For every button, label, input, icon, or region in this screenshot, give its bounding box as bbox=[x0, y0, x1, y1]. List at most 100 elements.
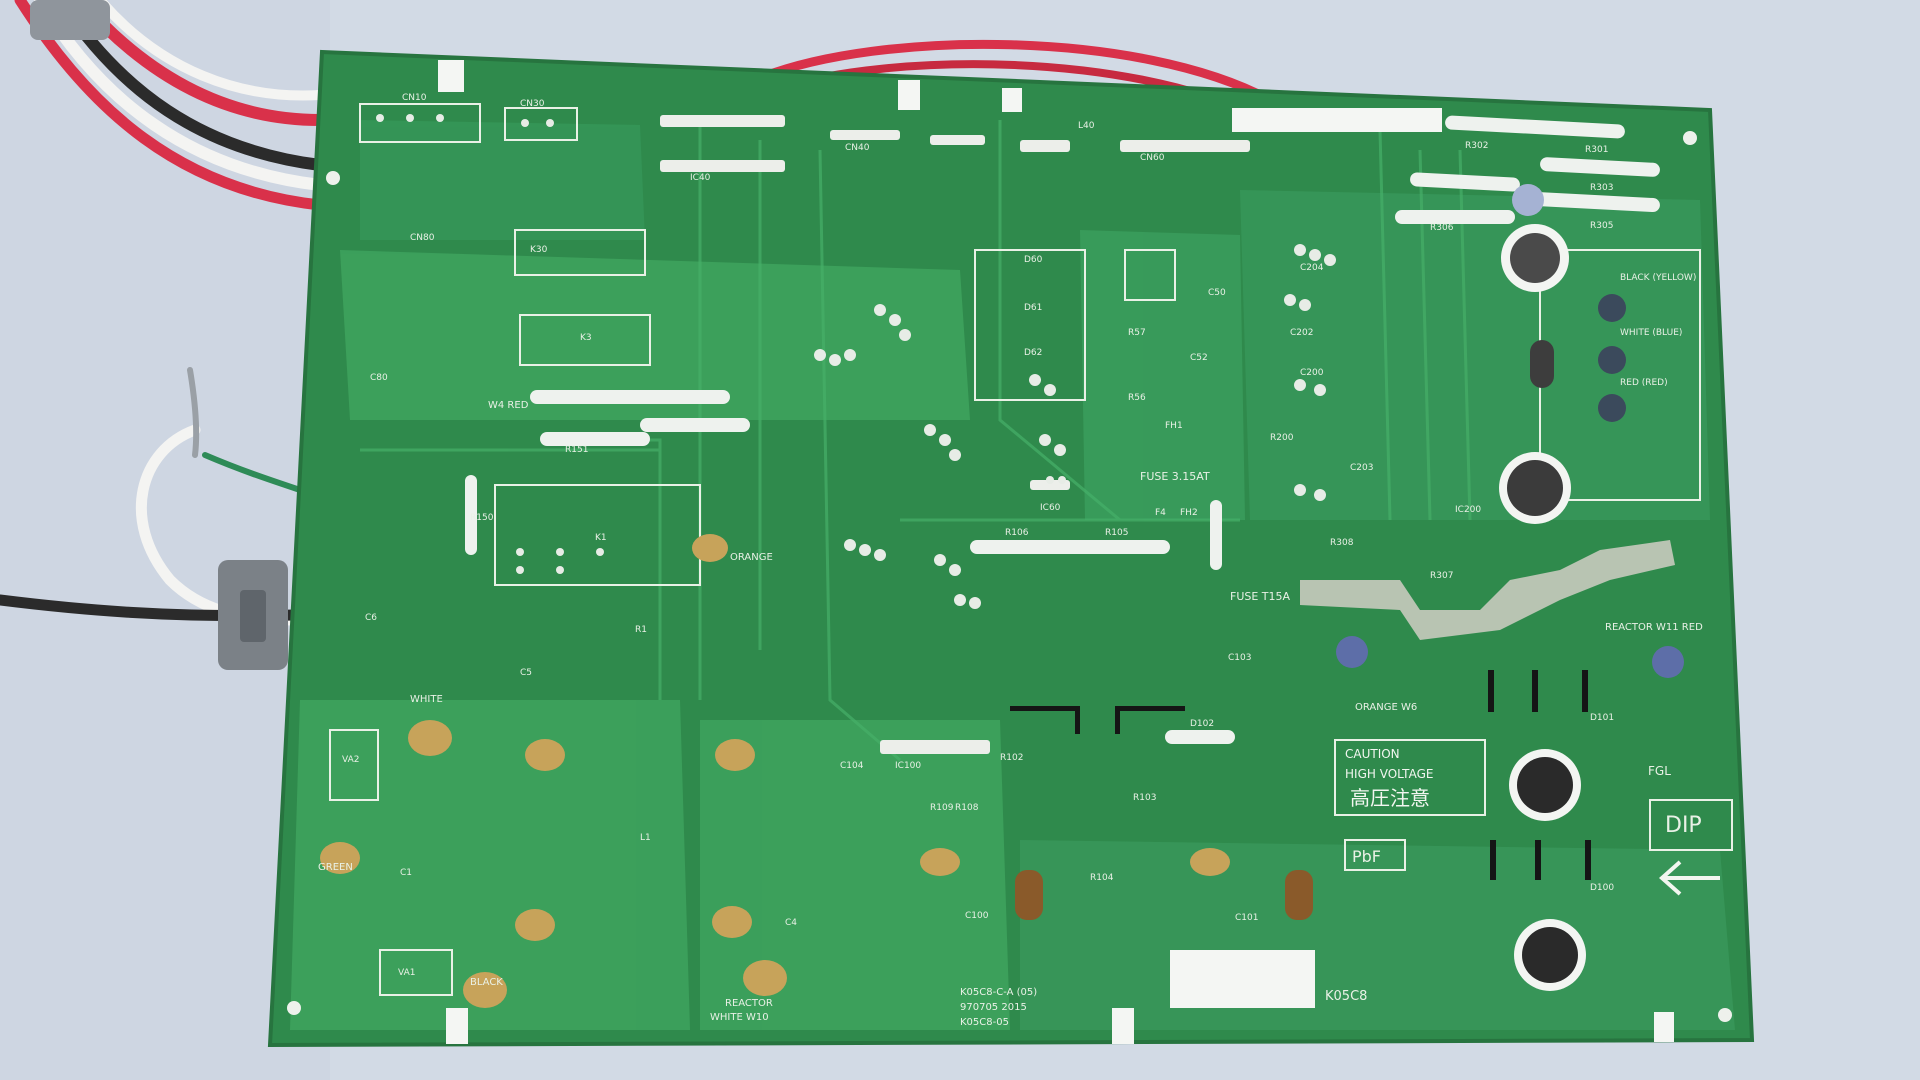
ref-r56: R56 bbox=[1128, 393, 1146, 403]
ref-r303: R303 bbox=[1590, 183, 1613, 193]
ref-r104: R104 bbox=[1090, 873, 1114, 883]
wire-label-orange: ORANGE bbox=[730, 552, 773, 563]
terminal-posts bbox=[1598, 294, 1626, 422]
ref-r108: R108 bbox=[955, 803, 979, 813]
ref-c52: C52 bbox=[1190, 353, 1208, 363]
ref-c202: C202 bbox=[1290, 328, 1313, 338]
ref-r105: R105 bbox=[1105, 528, 1128, 538]
ref-c50: C50 bbox=[1208, 288, 1226, 298]
wire-label-black: BLACK bbox=[470, 977, 503, 988]
ref-ic200: IC200 bbox=[1455, 505, 1481, 515]
ref-c204: C204 bbox=[1300, 263, 1324, 273]
high-voltage-kanji-label: 高圧注意 bbox=[1350, 786, 1430, 810]
ref-c200: C200 bbox=[1300, 368, 1324, 378]
lot-line-3: K05C8-05 bbox=[960, 1017, 1009, 1028]
high-voltage-caution-label: CAUTION bbox=[1345, 747, 1400, 761]
fuse-secondary-label: FUSE T15A bbox=[1230, 590, 1291, 603]
wire-label-red-red: RED (RED) bbox=[1620, 378, 1668, 388]
ref-l1: L1 bbox=[640, 833, 651, 843]
ref-va1: VA1 bbox=[398, 968, 415, 978]
ref-r200: R200 bbox=[1270, 433, 1294, 443]
ref-ic100: IC100 bbox=[895, 761, 921, 771]
ref-r302: R302 bbox=[1465, 141, 1488, 151]
wire-label-green: GREEN bbox=[318, 862, 353, 873]
lot-line-1: K05C8-C-A (05) bbox=[960, 987, 1037, 998]
ref-ic40: IC40 bbox=[690, 173, 711, 183]
wire-label-reactor-w11: REACTOR W11 RED bbox=[1605, 622, 1703, 633]
ref-d61: D61 bbox=[1024, 303, 1042, 313]
ref-c104: C104 bbox=[840, 761, 864, 771]
ref-d60: D60 bbox=[1024, 255, 1043, 265]
ref-r109: R109 bbox=[930, 803, 954, 813]
large-holes bbox=[1499, 224, 1586, 991]
diode-bridge-marks bbox=[1010, 670, 1591, 880]
ref-r103: R103 bbox=[1133, 793, 1156, 803]
ref-r308: R308 bbox=[1330, 538, 1354, 548]
wire-label-white-w10: WHITE W10 bbox=[710, 1012, 769, 1023]
ref-r305: R305 bbox=[1590, 221, 1613, 231]
ref-c100: C100 bbox=[965, 911, 989, 921]
pcb-board-edge bbox=[267, 49, 1755, 1048]
component-ref-labels: CN10 CN30 CN40 CN60 CN80 IC40 IC60 IC100… bbox=[342, 93, 1614, 978]
board-tabs bbox=[438, 60, 1674, 1044]
wire-label-reactor: REACTOR bbox=[725, 998, 773, 1009]
mounting-holes bbox=[287, 131, 1732, 1022]
model-code-label: K05C8 bbox=[1325, 989, 1367, 1004]
ref-cn40: CN40 bbox=[845, 143, 870, 153]
ref-f4: F4 bbox=[1155, 508, 1166, 518]
ref-r306: R306 bbox=[1430, 223, 1454, 233]
ref-cn10: CN10 bbox=[402, 93, 427, 103]
ref-k1: K1 bbox=[595, 533, 607, 543]
high-voltage-label: HIGH VOLTAGE bbox=[1345, 767, 1433, 781]
ref-d100: D100 bbox=[1590, 883, 1614, 893]
ref-c1: C1 bbox=[400, 868, 412, 878]
wire-label-white: WHITE bbox=[410, 694, 443, 705]
ref-k3: K3 bbox=[580, 333, 592, 343]
fuse-main-label: FUSE 3.15AT bbox=[1140, 470, 1210, 483]
ref-c4: C4 bbox=[785, 918, 797, 928]
ref-va2: VA2 bbox=[342, 755, 359, 765]
dip-mark: DIP bbox=[1665, 813, 1702, 838]
connector-plug-left-slot bbox=[240, 590, 266, 642]
power-resistors bbox=[465, 115, 1660, 744]
wire-label-white-blue: WHITE (BLUE) bbox=[1620, 328, 1682, 338]
ref-c101: C101 bbox=[1235, 913, 1258, 923]
ref-ic60: IC60 bbox=[1040, 503, 1061, 513]
ref-c203: C203 bbox=[1350, 463, 1373, 473]
ref-d101: D101 bbox=[1590, 713, 1614, 723]
ref-r106: R106 bbox=[1005, 528, 1029, 538]
lot-line-2: 970705 2015 bbox=[960, 1002, 1027, 1013]
ref-d62: D62 bbox=[1024, 348, 1042, 358]
ref-r150: R150 bbox=[470, 513, 494, 523]
pbf-mark: PbF bbox=[1352, 847, 1381, 866]
ref-cn60: CN60 bbox=[1140, 153, 1165, 163]
wire-label-black-yellow: BLACK (YELLOW) bbox=[1620, 273, 1696, 283]
ref-c103: C103 bbox=[1228, 653, 1251, 663]
ref-c5: C5 bbox=[520, 668, 532, 678]
ref-r57: R57 bbox=[1128, 328, 1146, 338]
solder-pads bbox=[376, 114, 1336, 609]
wire-clamp bbox=[30, 0, 110, 40]
direction-arrow-icon bbox=[1658, 860, 1720, 896]
ref-d102: D102 bbox=[1190, 719, 1214, 729]
ref-r102: R102 bbox=[1000, 753, 1023, 763]
ref-fh2: FH2 bbox=[1180, 508, 1198, 518]
wire-label-orange-w6: ORANGE W6 bbox=[1355, 702, 1417, 713]
copper-traces bbox=[290, 120, 1735, 1030]
ref-l40: L40 bbox=[1078, 121, 1095, 131]
ref-cn80: CN80 bbox=[410, 233, 435, 243]
ref-r151: R151 bbox=[565, 445, 588, 455]
ref-c6: C6 bbox=[365, 613, 377, 623]
ref-r301: R301 bbox=[1585, 145, 1608, 155]
ref-cn30: CN30 bbox=[520, 99, 545, 109]
ref-r307: R307 bbox=[1430, 571, 1453, 581]
ref-c80: C80 bbox=[370, 373, 388, 383]
fgl-label: FGL bbox=[1648, 764, 1671, 778]
wire-label-red-w4: W4 RED bbox=[488, 400, 529, 411]
ref-k30: K30 bbox=[530, 245, 548, 255]
electrolytic-capacitors bbox=[320, 184, 1684, 1008]
solder-strip-high-voltage bbox=[1300, 540, 1675, 640]
ref-fh1: FH1 bbox=[1165, 421, 1183, 431]
ref-r1: R1 bbox=[635, 625, 647, 635]
